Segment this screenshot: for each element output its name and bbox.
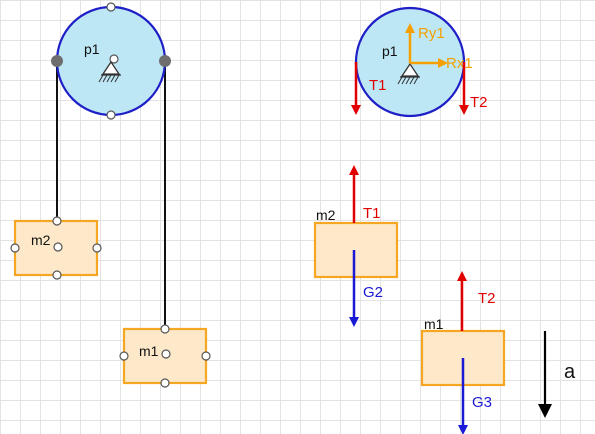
pulley-tension-1-label: T1 <box>369 77 387 94</box>
fbd-block-m2[interactable] <box>313 221 399 279</box>
fbd-pulley-label: p1 <box>382 43 398 59</box>
m1-gravity-label: G3 <box>472 394 492 411</box>
pulley-handle-bottom[interactable] <box>106 110 116 120</box>
block-m1-label: m1 <box>139 343 159 359</box>
block-m2-handle-center[interactable] <box>53 242 63 252</box>
reaction-x-label: Rx1 <box>446 55 473 72</box>
block-m2-handle-top[interactable] <box>52 216 62 226</box>
reaction-y-label: Ry1 <box>418 25 445 42</box>
m2-tension-label: T1 <box>363 205 381 222</box>
fbd-pulley: p1 Ry1 Rx1 T1 T2 <box>351 6 488 118</box>
block-m1-handle-right[interactable] <box>201 351 211 361</box>
m2-gravity-label: G2 <box>363 284 383 301</box>
system-diagram: p1 m2 m1 <box>10 2 211 388</box>
block-m2-handle-right[interactable] <box>92 243 102 253</box>
accel-label: a <box>564 361 576 383</box>
block-m2-handle-bottom[interactable] <box>52 270 62 280</box>
rope-attach-right[interactable] <box>159 55 171 67</box>
block-m1-handle-left[interactable] <box>119 351 129 361</box>
rope-attach-left[interactable] <box>51 55 63 67</box>
acceleration-indicator: a <box>538 331 576 418</box>
block-m1-handle-center[interactable] <box>161 349 171 359</box>
fbd-m2-label: m2 <box>316 207 336 223</box>
block-m2-handle-left[interactable] <box>10 243 20 253</box>
fbd-m1-label: m1 <box>424 316 444 332</box>
block-m1-handle-bottom[interactable] <box>160 378 170 388</box>
block-m2-label: m2 <box>31 232 51 248</box>
pulley-handle-center[interactable] <box>109 54 119 64</box>
pulley-tension-2-label: T2 <box>470 94 488 111</box>
m1-tension-label: T2 <box>478 290 496 307</box>
fbd-m2: m2 T1 G2 <box>313 165 399 327</box>
pulley-label: p1 <box>84 41 100 57</box>
fbd-m1: m1 T2 G3 <box>420 271 506 434</box>
pulley-handle-top[interactable] <box>106 2 116 12</box>
block-m1-handle-top[interactable] <box>160 324 170 334</box>
